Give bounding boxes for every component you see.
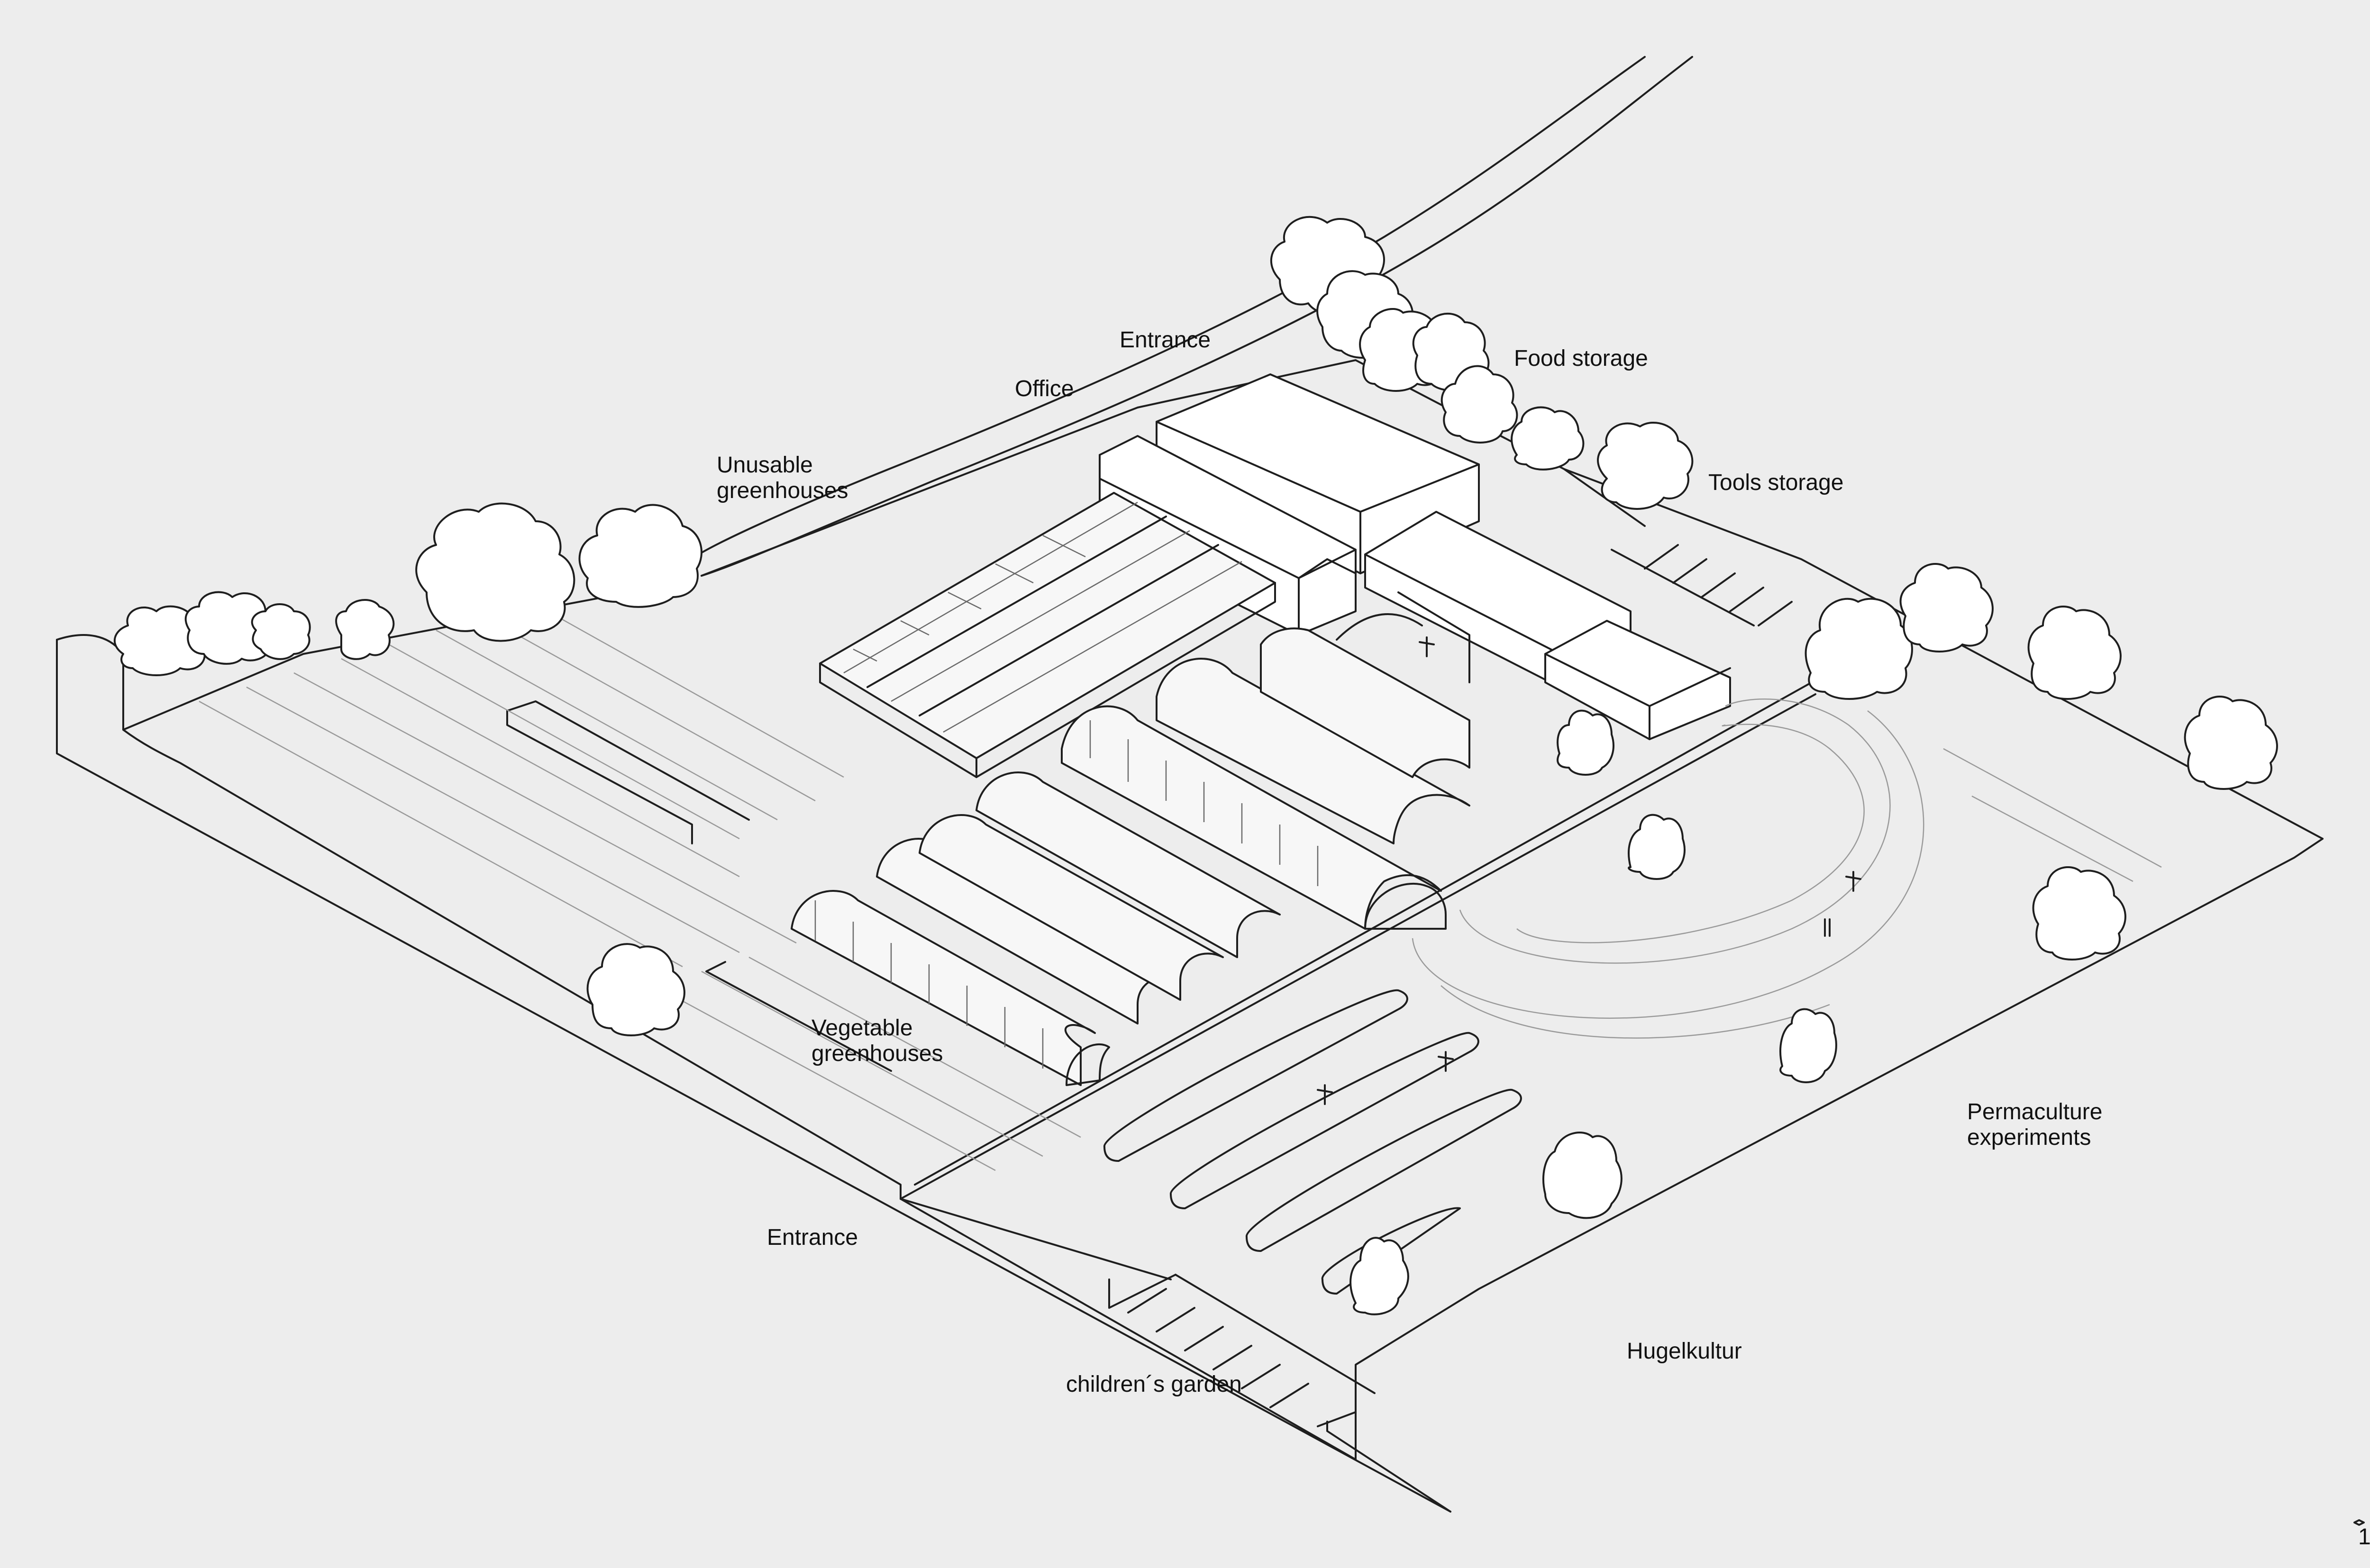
scale-marker [2353,1519,2365,1526]
label-line: Unusable [717,453,813,478]
label-line: greenhouses [717,478,848,503]
label-permaculture-experiments: Permaculture experiments [1967,1099,2102,1151]
scale-label: 1m [2358,1524,2370,1550]
field-rows [199,601,1081,1171]
tools-storage-building [1336,511,1731,740]
label-line: experiments [1967,1125,2091,1150]
internal-paths [506,468,1821,1394]
label-line: greenhouses [811,1041,943,1066]
central-greenhouses [1061,627,1470,930]
label-entrance-bottom: Entrance [767,1225,858,1250]
hugelkultur-mounds [1103,989,1522,1295]
permaculture-paths [1412,698,2162,1039]
parking-lines [1127,544,1793,1408]
people [1317,636,1861,1105]
label-office: Office [1015,376,1074,401]
office-building [1099,373,1480,636]
label-food-storage: Food storage [1514,346,1648,371]
label-unusable-greenhouses: Unusable greenhouses [717,453,848,504]
label-line: Vegetable [811,1015,913,1041]
label-line: Permaculture [1967,1099,2103,1124]
label-entrance-top: Entrance [1120,327,1211,353]
vegetable-greenhouses [791,771,1281,1086]
label-tools-storage: Tools storage [1708,470,1844,495]
label-vegetable-greenhouses: Vegetable greenhouses [811,1015,943,1067]
trees [113,216,2278,1315]
label-childrens-garden: children´s garden [1066,1372,1242,1397]
label-hugelkultur: Hugelkultur [1627,1339,1742,1364]
